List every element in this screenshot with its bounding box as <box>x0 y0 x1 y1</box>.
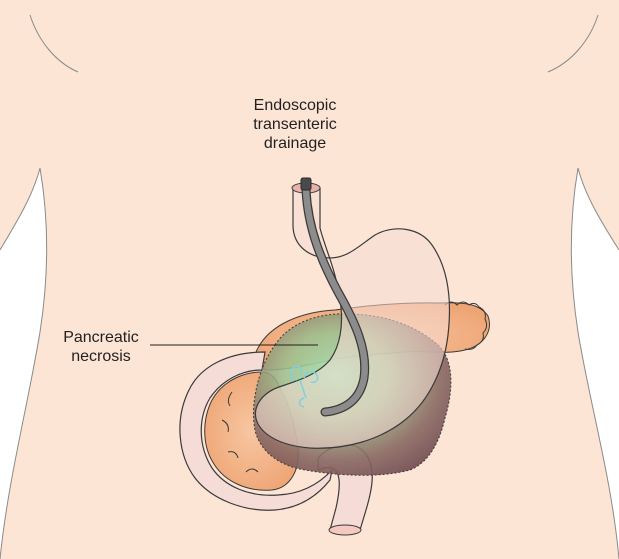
endoscopic-drainage-label: Endoscopic transenteric drainage <box>225 96 365 153</box>
endoscopic-drainage-line-1: Endoscopic <box>225 96 365 115</box>
endoscopic-drainage-line-3: drainage <box>225 134 365 153</box>
pancreatic-necrosis-line-2: necrosis <box>42 347 160 366</box>
pancreatic-necrosis-line-1: Pancreatic <box>42 328 160 347</box>
endoscopic-drainage-line-2: transenteric <box>225 115 365 134</box>
jejunum-lumen <box>329 525 361 535</box>
endoscope-tip-cap <box>301 178 311 190</box>
pancreatic-necrosis-label: Pancreatic necrosis <box>42 328 160 366</box>
